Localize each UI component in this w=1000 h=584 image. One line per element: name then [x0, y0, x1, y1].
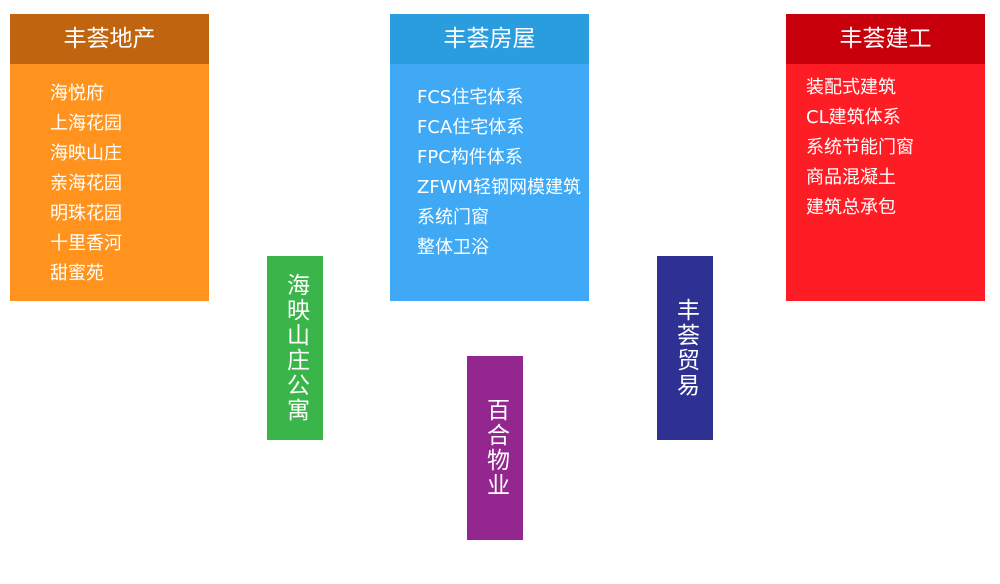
card-fenghui-jiangong: 丰荟建工 装配式建筑 CL建筑体系 系统节能门窗 商品混凝土 建筑总承包 — [786, 14, 985, 301]
list-item: FPC构件体系 — [417, 147, 523, 168]
list-item: 海悦府 — [50, 83, 104, 104]
list-item: 整体卫浴 — [417, 237, 489, 258]
card-title: 丰荟建工 — [786, 14, 985, 64]
list-item: 系统节能门窗 — [806, 137, 914, 158]
box-baihe-wuye: 百合物业 — [467, 356, 523, 540]
list-item: CL建筑体系 — [806, 107, 901, 128]
list-item: 建筑总承包 — [806, 197, 896, 218]
list-item: FCA住宅体系 — [417, 117, 525, 138]
list-item: ZFWM轻钢网模建筑 — [417, 177, 582, 198]
list-item: 十里香河 — [50, 233, 122, 254]
list-item: 亲海花园 — [50, 173, 122, 194]
box-haiying-gongyu: 海映山庄公寓 — [267, 256, 323, 440]
box-label: 丰荟贸易 — [672, 298, 699, 398]
list-item: 海映山庄 — [50, 143, 122, 164]
list-item: 上海花园 — [50, 113, 122, 134]
list-item: FCS住宅体系 — [417, 87, 524, 108]
list-item: 明珠花园 — [50, 203, 122, 224]
box-label: 百合物业 — [482, 398, 509, 498]
card-fenghui-dichan: 丰荟地产 海悦府 上海花园 海映山庄 亲海花园 明珠花园 十里香河 甜蜜苑 — [10, 14, 209, 301]
list-item: 商品混凝土 — [806, 167, 896, 188]
list-item: 甜蜜苑 — [50, 263, 104, 284]
card-title: 丰荟房屋 — [390, 14, 589, 64]
item-list: FCS住宅体系 FCA住宅体系 FPC构件体系 ZFWM轻钢网模建筑 系统门窗 … — [390, 64, 589, 263]
list-item: 系统门窗 — [417, 207, 489, 228]
card-title: 丰荟地产 — [10, 14, 209, 64]
item-list: 装配式建筑 CL建筑体系 系统节能门窗 商品混凝土 建筑总承包 — [786, 64, 985, 223]
item-list: 海悦府 上海花园 海映山庄 亲海花园 明珠花园 十里香河 甜蜜苑 — [10, 64, 209, 289]
list-item: 装配式建筑 — [806, 77, 896, 98]
card-fenghui-fangwu: 丰荟房屋 FCS住宅体系 FCA住宅体系 FPC构件体系 ZFWM轻钢网模建筑 … — [390, 14, 589, 301]
box-fenghui-maoyi: 丰荟贸易 — [657, 256, 713, 440]
box-label: 海映山庄公寓 — [282, 273, 309, 423]
